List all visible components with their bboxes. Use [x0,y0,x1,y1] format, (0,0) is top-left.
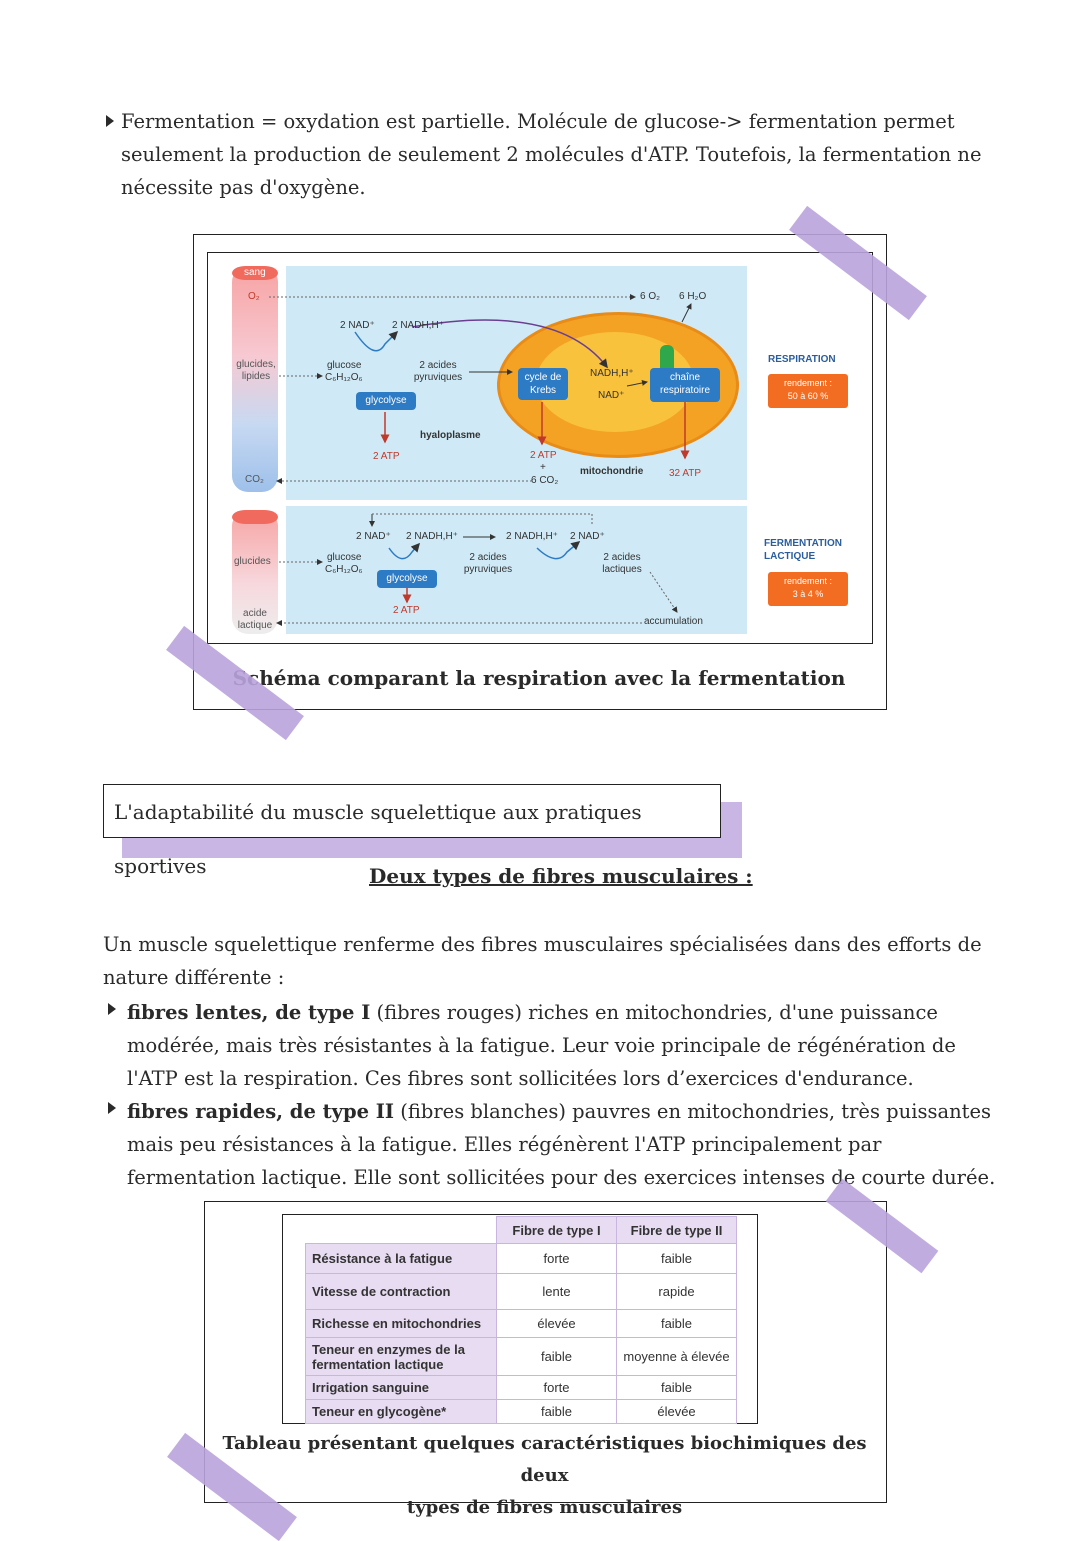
fermentation-title: FERMENTATION LACTIQUE [764,538,842,562]
bullet-icon [108,1003,116,1015]
ferm-nad-label: 2 NAD⁺ [356,531,391,542]
ferm-atp-label: 2 ATP [393,605,420,616]
blood-vessel-top [232,266,278,280]
blood-vessel-top-2 [232,510,278,524]
fiber-table: Fibre de type I Fibre de type II Résista… [305,1216,737,1424]
subtitle: Deux types de fibres musculaires : [369,864,753,888]
plus-label: + [540,462,546,473]
chaine-respiratoire-pill: chaîne respiratoire [650,368,720,402]
glucides-lipides-label: glucides, lipides [236,359,276,382]
glycolyse-pill: glycolyse [356,392,416,410]
nadh-label: 2 NADH,H⁺ [392,320,444,331]
diagram-arrows [269,294,692,626]
o2-consumed-label: 6 O₂ [640,291,660,302]
ferm-glucose-label: glucose [327,552,362,563]
nad-label: 2 NAD⁺ [340,320,375,331]
table-caption: Tableau présentant quelques caractéristi… [222,1433,867,1518]
header-type-2: Fibre de type II [616,1216,737,1244]
table-row: Richesse en mitochondries élevée faible [305,1309,737,1338]
hyaloplasme-label: hyaloplasme [420,430,481,441]
bullet-icon [106,115,114,127]
ferm-glycolyse-pill: glycolyse [377,570,437,588]
diagram-frame [193,234,887,710]
bullet-slow-fibers: fibres lentes, de type I (fibres rouges)… [127,1001,956,1090]
o2-label: O₂ [248,291,260,302]
table-row: Vitesse de contraction lente rapide [305,1273,737,1310]
glucose-label: glucose [327,360,362,371]
nadh-mito-label: NADH,H⁺ [590,368,634,379]
nad-mito-label: NAD⁺ [598,390,625,401]
ferm-glucose-formula: C₆H₁₂O₆ [325,564,363,575]
intro-paragraph: Un muscle squelettique renferme des fibr… [103,933,982,989]
fermentation-background [286,506,747,634]
ferm-nadh-label: 2 NADH,H⁺ [406,531,458,542]
co2-produced-label: 6 CO₂ [531,475,559,486]
cycle-krebs-pill: cycle de Krebs [518,368,568,400]
co2-label: CO₂ [245,474,264,485]
acide-lactique-label: acide lactique [237,608,273,631]
atp-synthase-icon [660,345,674,375]
table-row: Irrigation sanguine forte faible [305,1375,737,1400]
table-frame [204,1201,887,1503]
blood-vessel-respiration [232,266,278,492]
atp-glycolyse-label: 2 ATP [373,451,400,462]
header-type-1: Fibre de type I [496,1216,617,1244]
blood-vessel-fermentation [232,510,278,634]
bullet-fast-fibers: fibres rapides, de type II (fibres blanc… [127,1100,996,1189]
atp-chaine-label: 32 ATP [669,468,702,479]
ferm-nad2-label: 2 NAD⁺ [570,531,605,542]
fermentation-paragraph: Fermentation = oxydation est partielle. … [121,110,982,199]
fermentation-rendement: rendement : 3 à 4 % [768,572,848,606]
ferm-nadh2-label: 2 NADH,H⁺ [506,531,558,542]
table-row: Teneur en enzymes de la fermentation lac… [305,1337,737,1376]
sang-label: sang [244,267,266,278]
glucose-formula: C₆H₁₂O₆ [325,372,363,383]
bullet-icon [108,1102,116,1114]
respiration-title: RESPIRATION [768,354,836,365]
mitochondrie-label: mitochondrie [580,466,644,477]
section-title: L'adaptabilité du muscle squelettique au… [103,784,721,878]
table-row: Résistance à la fatigue forte faible [305,1243,737,1274]
accumulation-label: accumulation [644,616,703,627]
ferm-acides-pyruviques-label: 2 acides pyruviques [463,552,513,575]
atp-krebs-label: 2 ATP [530,450,557,461]
acides-lactiques-label: 2 acides lactiques [602,552,642,575]
acides-pyruviques-label: 2 acides pyruviques [413,360,463,383]
table-row: Teneur en glycogène* faible élevée [305,1399,737,1424]
h2o-label: 6 H₂O [679,291,707,302]
glucides-label: glucides [234,556,271,567]
diagram-caption: Schéma comparant la respiration avec la … [232,666,846,690]
respiration-rendement: rendement : 50 à 60 % [768,374,848,408]
